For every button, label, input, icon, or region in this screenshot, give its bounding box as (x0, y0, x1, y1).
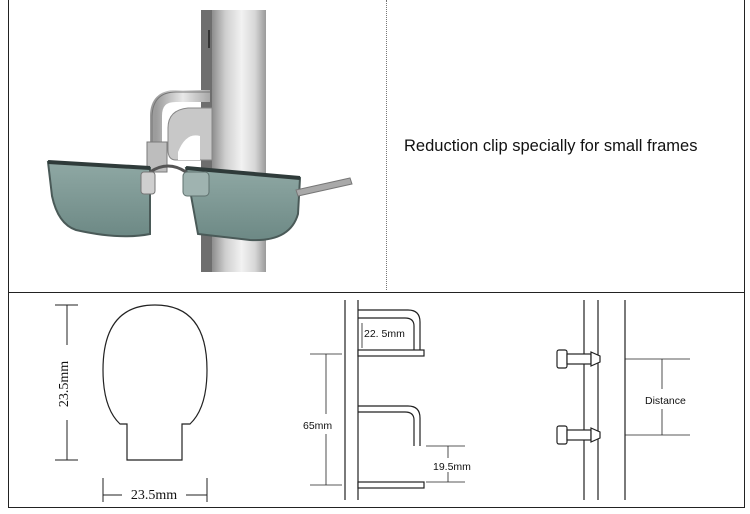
plate-cutout (178, 135, 200, 160)
bottom-dim-label: 19.5mm (433, 461, 471, 473)
clamp-knob-left (140, 171, 156, 195)
glasses-bridge (149, 164, 187, 174)
lower-peg-head (556, 425, 568, 445)
width-label: 23.5mm (131, 488, 177, 503)
product-render (46, 10, 353, 272)
clip-outline-shape (102, 304, 208, 461)
clamp-knob-right (182, 171, 210, 197)
front-view-diagram (556, 300, 690, 500)
left-frame-top (47, 160, 151, 170)
upper-hook (358, 309, 421, 350)
clip-mount-plate (167, 107, 213, 161)
top-dim-label: 22. 5mm (364, 328, 405, 340)
temple-arm (295, 177, 353, 197)
clip-hook (150, 90, 210, 150)
side-profile-diagram (310, 300, 465, 500)
base-shelf (357, 481, 425, 489)
outer-frame (8, 0, 745, 508)
clip-outline-diagram (55, 304, 208, 502)
rail-slot (208, 30, 210, 48)
upper-peg-shaft (566, 353, 592, 365)
lower-hook (358, 405, 421, 446)
product-caption: Reduction clip specially for small frame… (404, 137, 698, 155)
dotted-divider (386, 0, 387, 290)
distance-label: Distance (645, 395, 686, 407)
height-label: 23.5mm (57, 361, 72, 407)
upper-peg-tip (590, 351, 601, 367)
clip-block (146, 141, 168, 173)
left-lens (46, 160, 151, 238)
gap-dim-label: 65mm (303, 420, 332, 432)
right-lens (184, 166, 302, 242)
section-divider (8, 292, 745, 293)
right-frame-top (185, 166, 301, 180)
upper-shelf (357, 349, 425, 357)
lower-peg-shaft (566, 429, 592, 441)
lower-peg-tip (590, 427, 601, 443)
upper-peg-head (556, 349, 568, 369)
